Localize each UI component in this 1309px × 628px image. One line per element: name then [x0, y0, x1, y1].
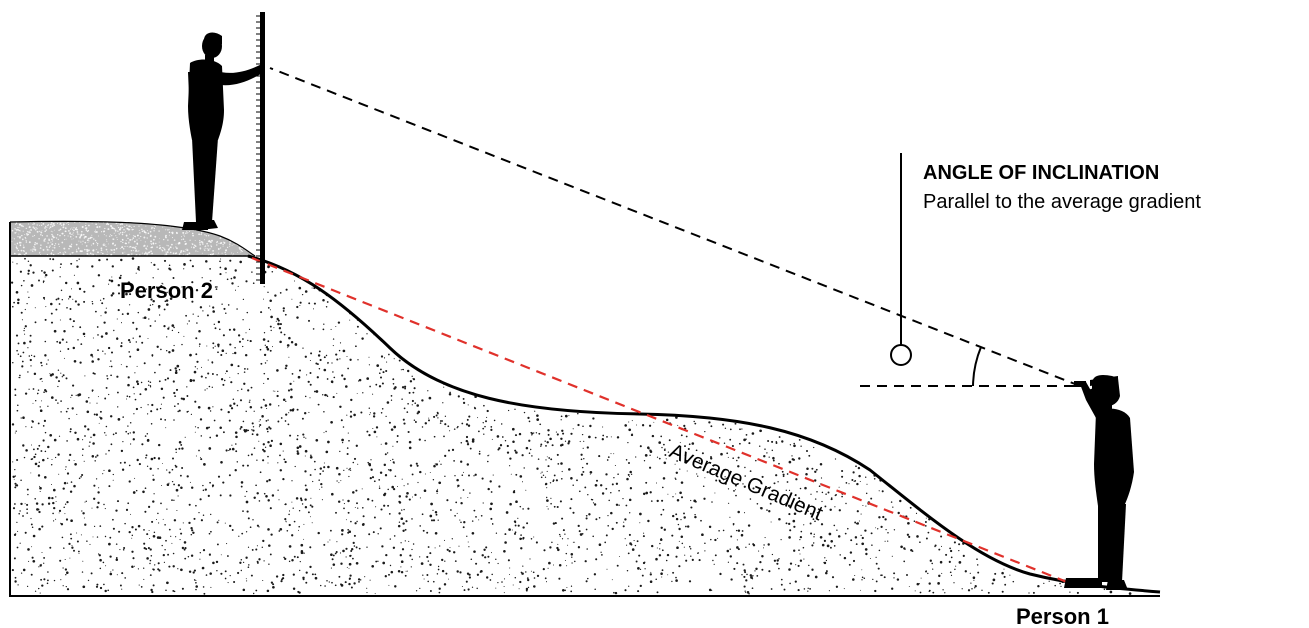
angle-of-inclination-subtitle: Parallel to the average gradient: [923, 191, 1201, 213]
sight-line: [269, 67, 1081, 387]
graduated-staff-icon: [256, 12, 265, 284]
person-2-silhouette: [182, 32, 264, 230]
angle-of-inclination-title: ANGLE OF INCLINATION: [923, 162, 1159, 184]
ground-outline: [9, 222, 1160, 597]
person-1-label: Person 1: [1016, 604, 1109, 628]
slope-profile-line: [247, 254, 1161, 594]
angle-arc: [972, 346, 982, 387]
person-2-label: Person 2: [120, 278, 213, 303]
average-gradient-line: [251, 256, 1073, 586]
hilltop-plateau: [10, 221, 255, 256]
plumb-bob-icon: [890, 344, 912, 366]
person-1-silhouette: [1064, 374, 1134, 590]
ground-body: [10, 256, 1160, 596]
